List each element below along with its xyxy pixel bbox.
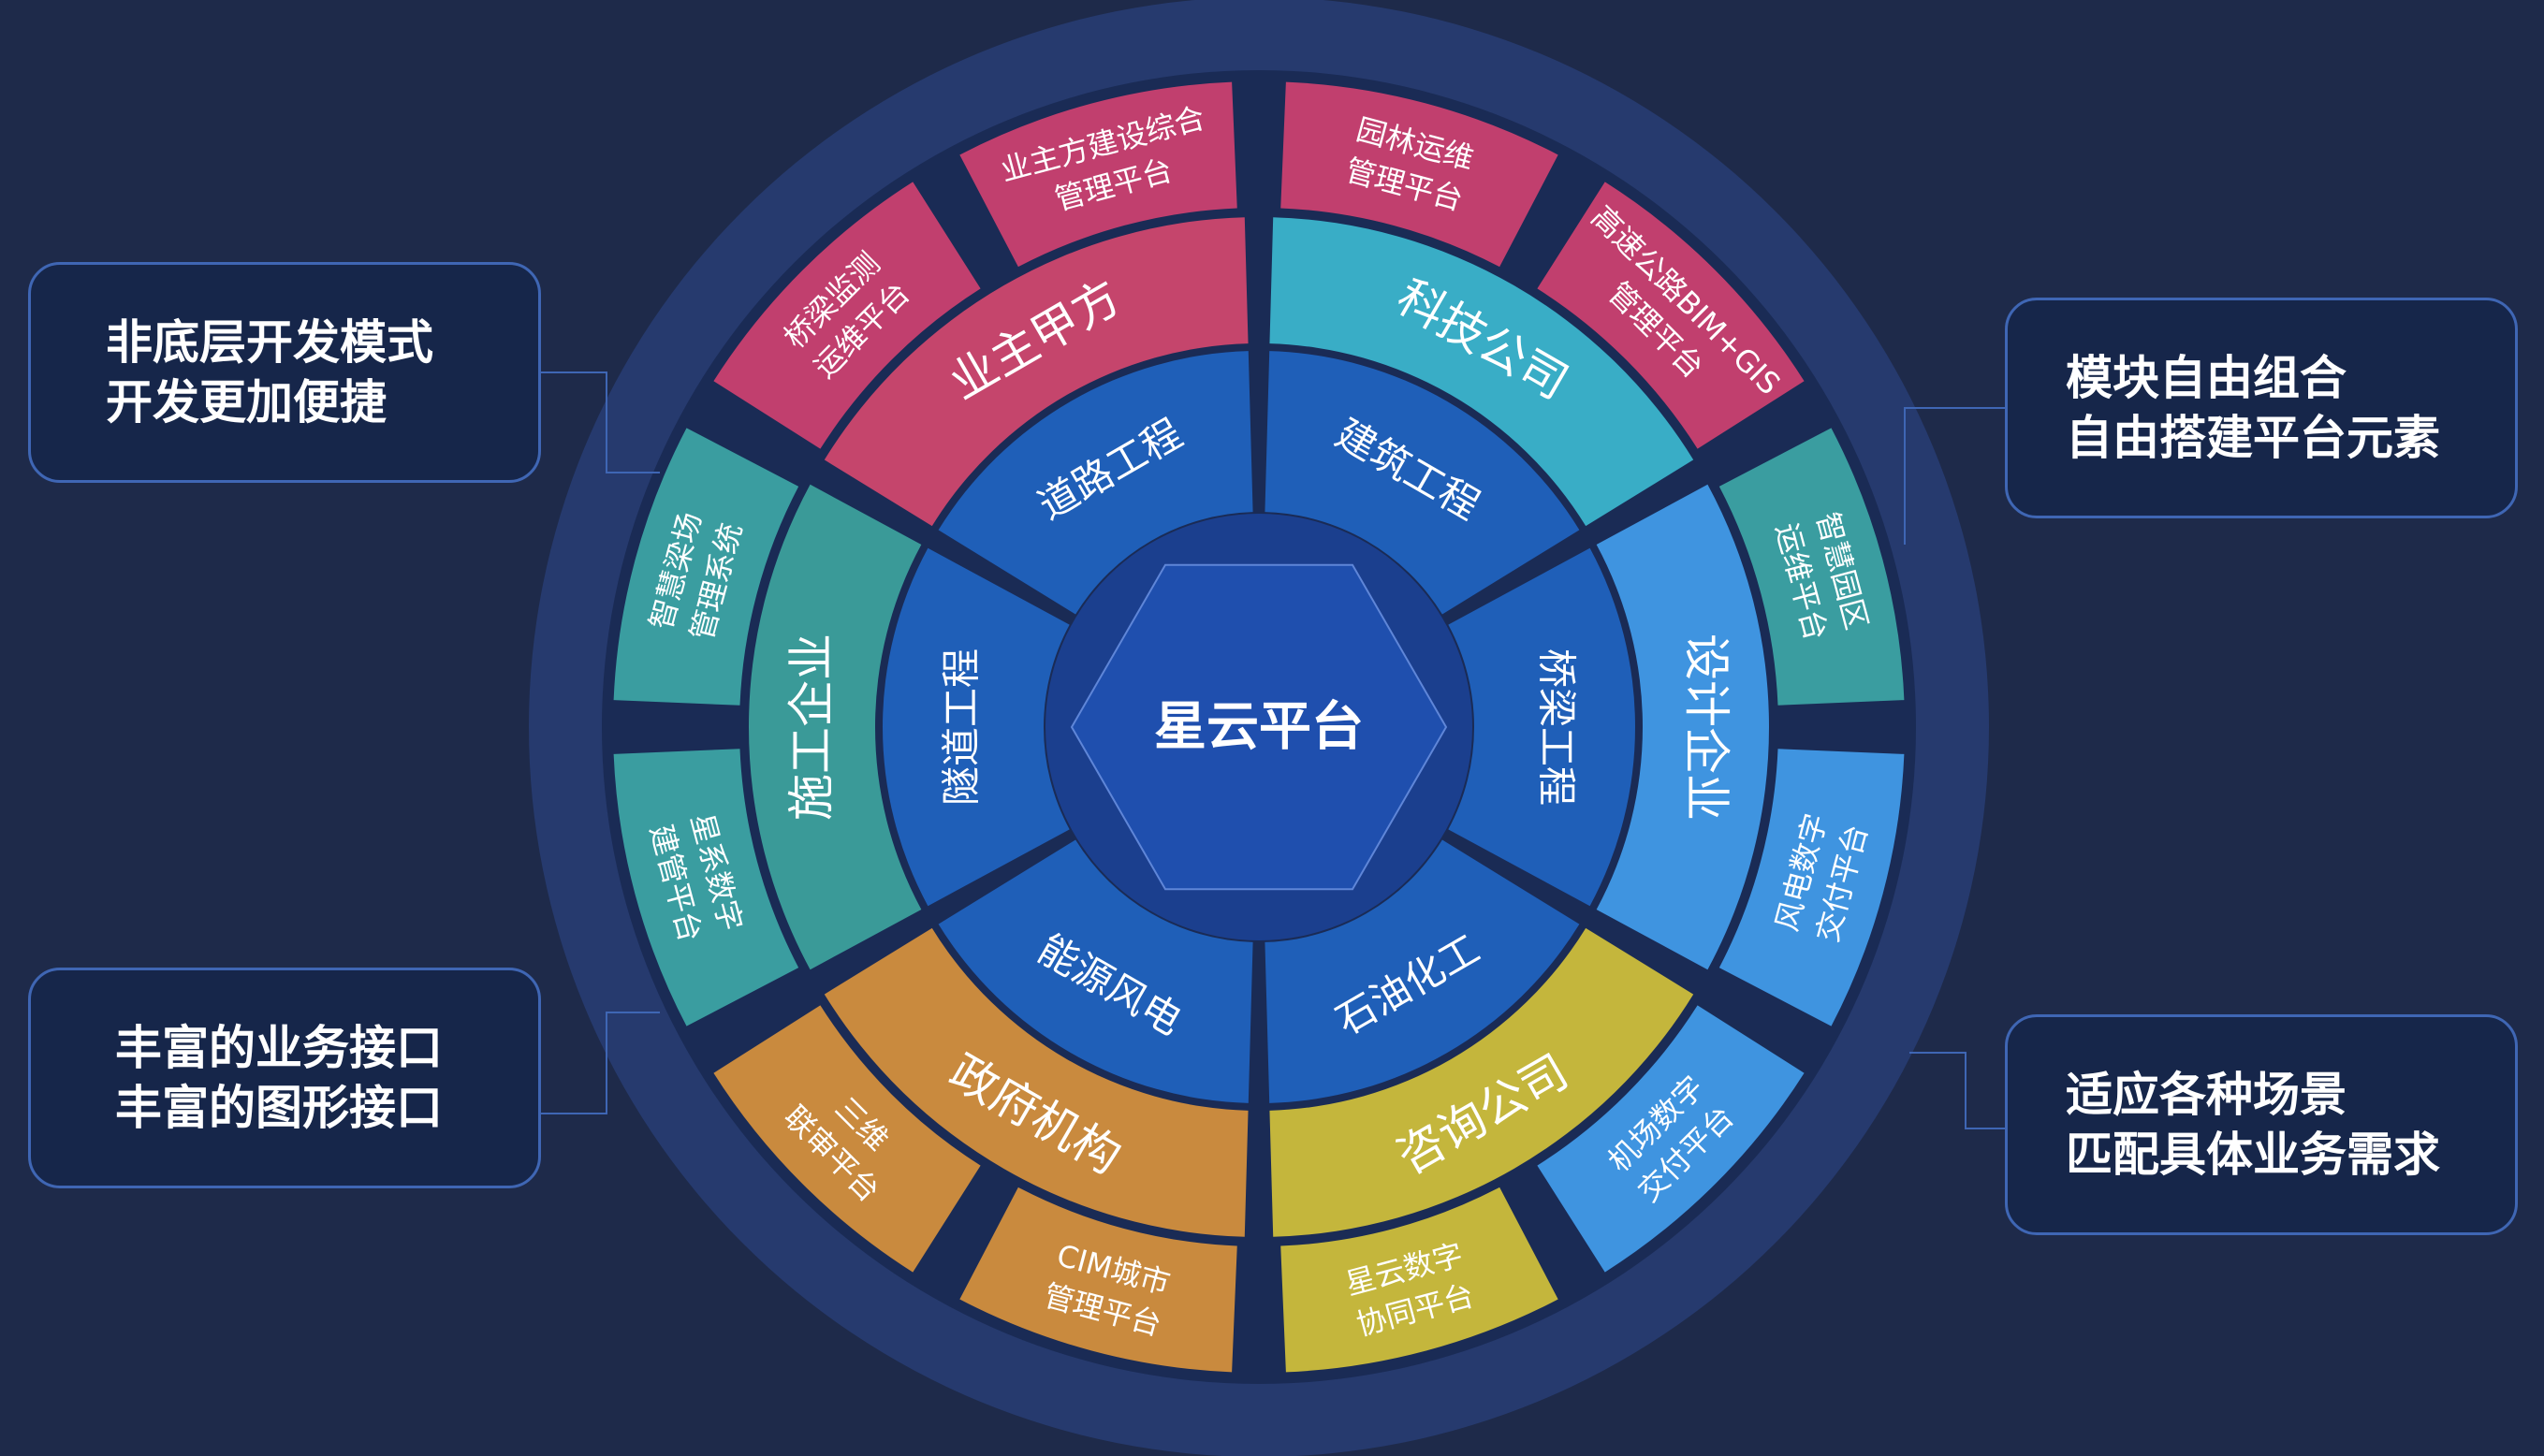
outer-segment-5: [959, 1187, 1237, 1373]
connector-bottom-right: [1909, 1052, 2005, 1129]
feature-box-top-left-line2: 开发更加便捷: [106, 375, 387, 430]
center-hexagon-group: 星云平台: [1070, 563, 1448, 891]
feature-box-bottom-right-line2: 匹配具体业务需求: [2066, 1128, 2440, 1182]
outer-segment-8: [1718, 749, 1905, 1026]
connector-top-left: [541, 371, 660, 473]
middle-segment-3: [1269, 927, 1694, 1237]
middle-segment-2: [1596, 484, 1769, 970]
center-hexagon: [1070, 563, 1448, 891]
outer-segment-10: [1537, 182, 1805, 449]
inner-segment-2: [1448, 547, 1635, 907]
feature-box-top-right-line1: 模块自由组合: [2066, 351, 2347, 405]
inner-label-5: 隧道工程: [939, 648, 985, 806]
middle-label-2: 设计企业: [1679, 633, 1733, 821]
outer-segment-1: [959, 81, 1237, 268]
outer-segment-9: [1718, 428, 1905, 706]
outer-segment-3: [613, 749, 799, 1026]
feature-box-bottom-right-line1: 适应各种场景: [2066, 1068, 2347, 1122]
middle-segment-5: [749, 484, 922, 970]
middle-segment-1: [1269, 217, 1694, 527]
outer-segment-4: [713, 1005, 981, 1273]
feature-box-top-right: 模块自由组合 自由搭建平台元素: [2005, 298, 2518, 518]
middle-segment-4: [824, 927, 1249, 1237]
outer-segment-6: [1280, 1187, 1558, 1373]
feature-box-bottom-right: 适应各种场景 匹配具体业务需求: [2005, 1014, 2518, 1235]
middle-segment-0: [824, 217, 1249, 527]
connector-top-right: [1904, 407, 2005, 545]
inner-segment-3: [1265, 839, 1580, 1103]
outer-segment-11: [1280, 81, 1558, 268]
outer-segment-7: [1537, 1005, 1805, 1273]
feature-box-bottom-left-line2: 丰富的图形接口: [115, 1081, 443, 1135]
outer-segment-0: [713, 182, 981, 449]
box-connectors: [541, 371, 2005, 1129]
feature-box-top-right-line2: 自由搭建平台元素: [2066, 411, 2440, 465]
outer-segment-2: [613, 428, 799, 706]
connector-bottom-left: [541, 1012, 660, 1114]
middle-label-5: 施工企业: [784, 633, 839, 821]
inner-segment-1: [1265, 351, 1580, 615]
inner-segment-4: [938, 839, 1253, 1103]
feature-box-top-left: 非底层开发模式 开发更加便捷: [28, 262, 541, 483]
middle-ring: 业主甲方科技公司设计企业咨询公司政府机构施工企业: [749, 217, 1769, 1237]
feature-box-bottom-left: 丰富的业务接口 丰富的图形接口: [28, 968, 541, 1188]
center-label: 星云平台: [1154, 697, 1364, 758]
inner-label-2: 桥梁工程: [1534, 648, 1580, 806]
feature-box-top-left-line1: 非底层开发模式: [106, 315, 433, 370]
feature-box-bottom-left-line1: 丰富的业务接口: [115, 1021, 443, 1075]
outer-ring: 桥梁监测运维平台业主方建设综合管理平台智慧梁场管理系统星系数字建管平台三维联审平…: [613, 81, 1905, 1373]
inner-segment-0: [938, 351, 1253, 615]
inner-segment-5: [883, 547, 1070, 907]
